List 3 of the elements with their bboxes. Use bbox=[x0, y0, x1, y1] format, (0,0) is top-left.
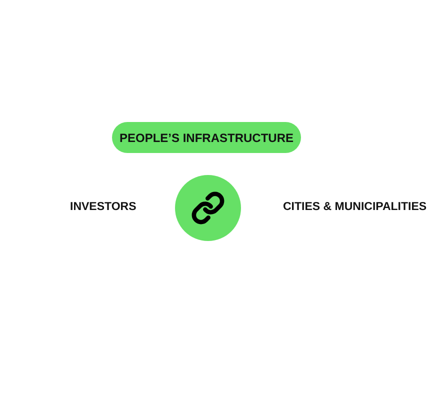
stakeholder-label: CITIES & MUNICIPALITIES bbox=[283, 201, 427, 213]
pill-label: PEOPLE’S INFRASTRUCTURE bbox=[112, 122, 301, 153]
stakeholder-label: INVESTORS bbox=[70, 201, 136, 213]
